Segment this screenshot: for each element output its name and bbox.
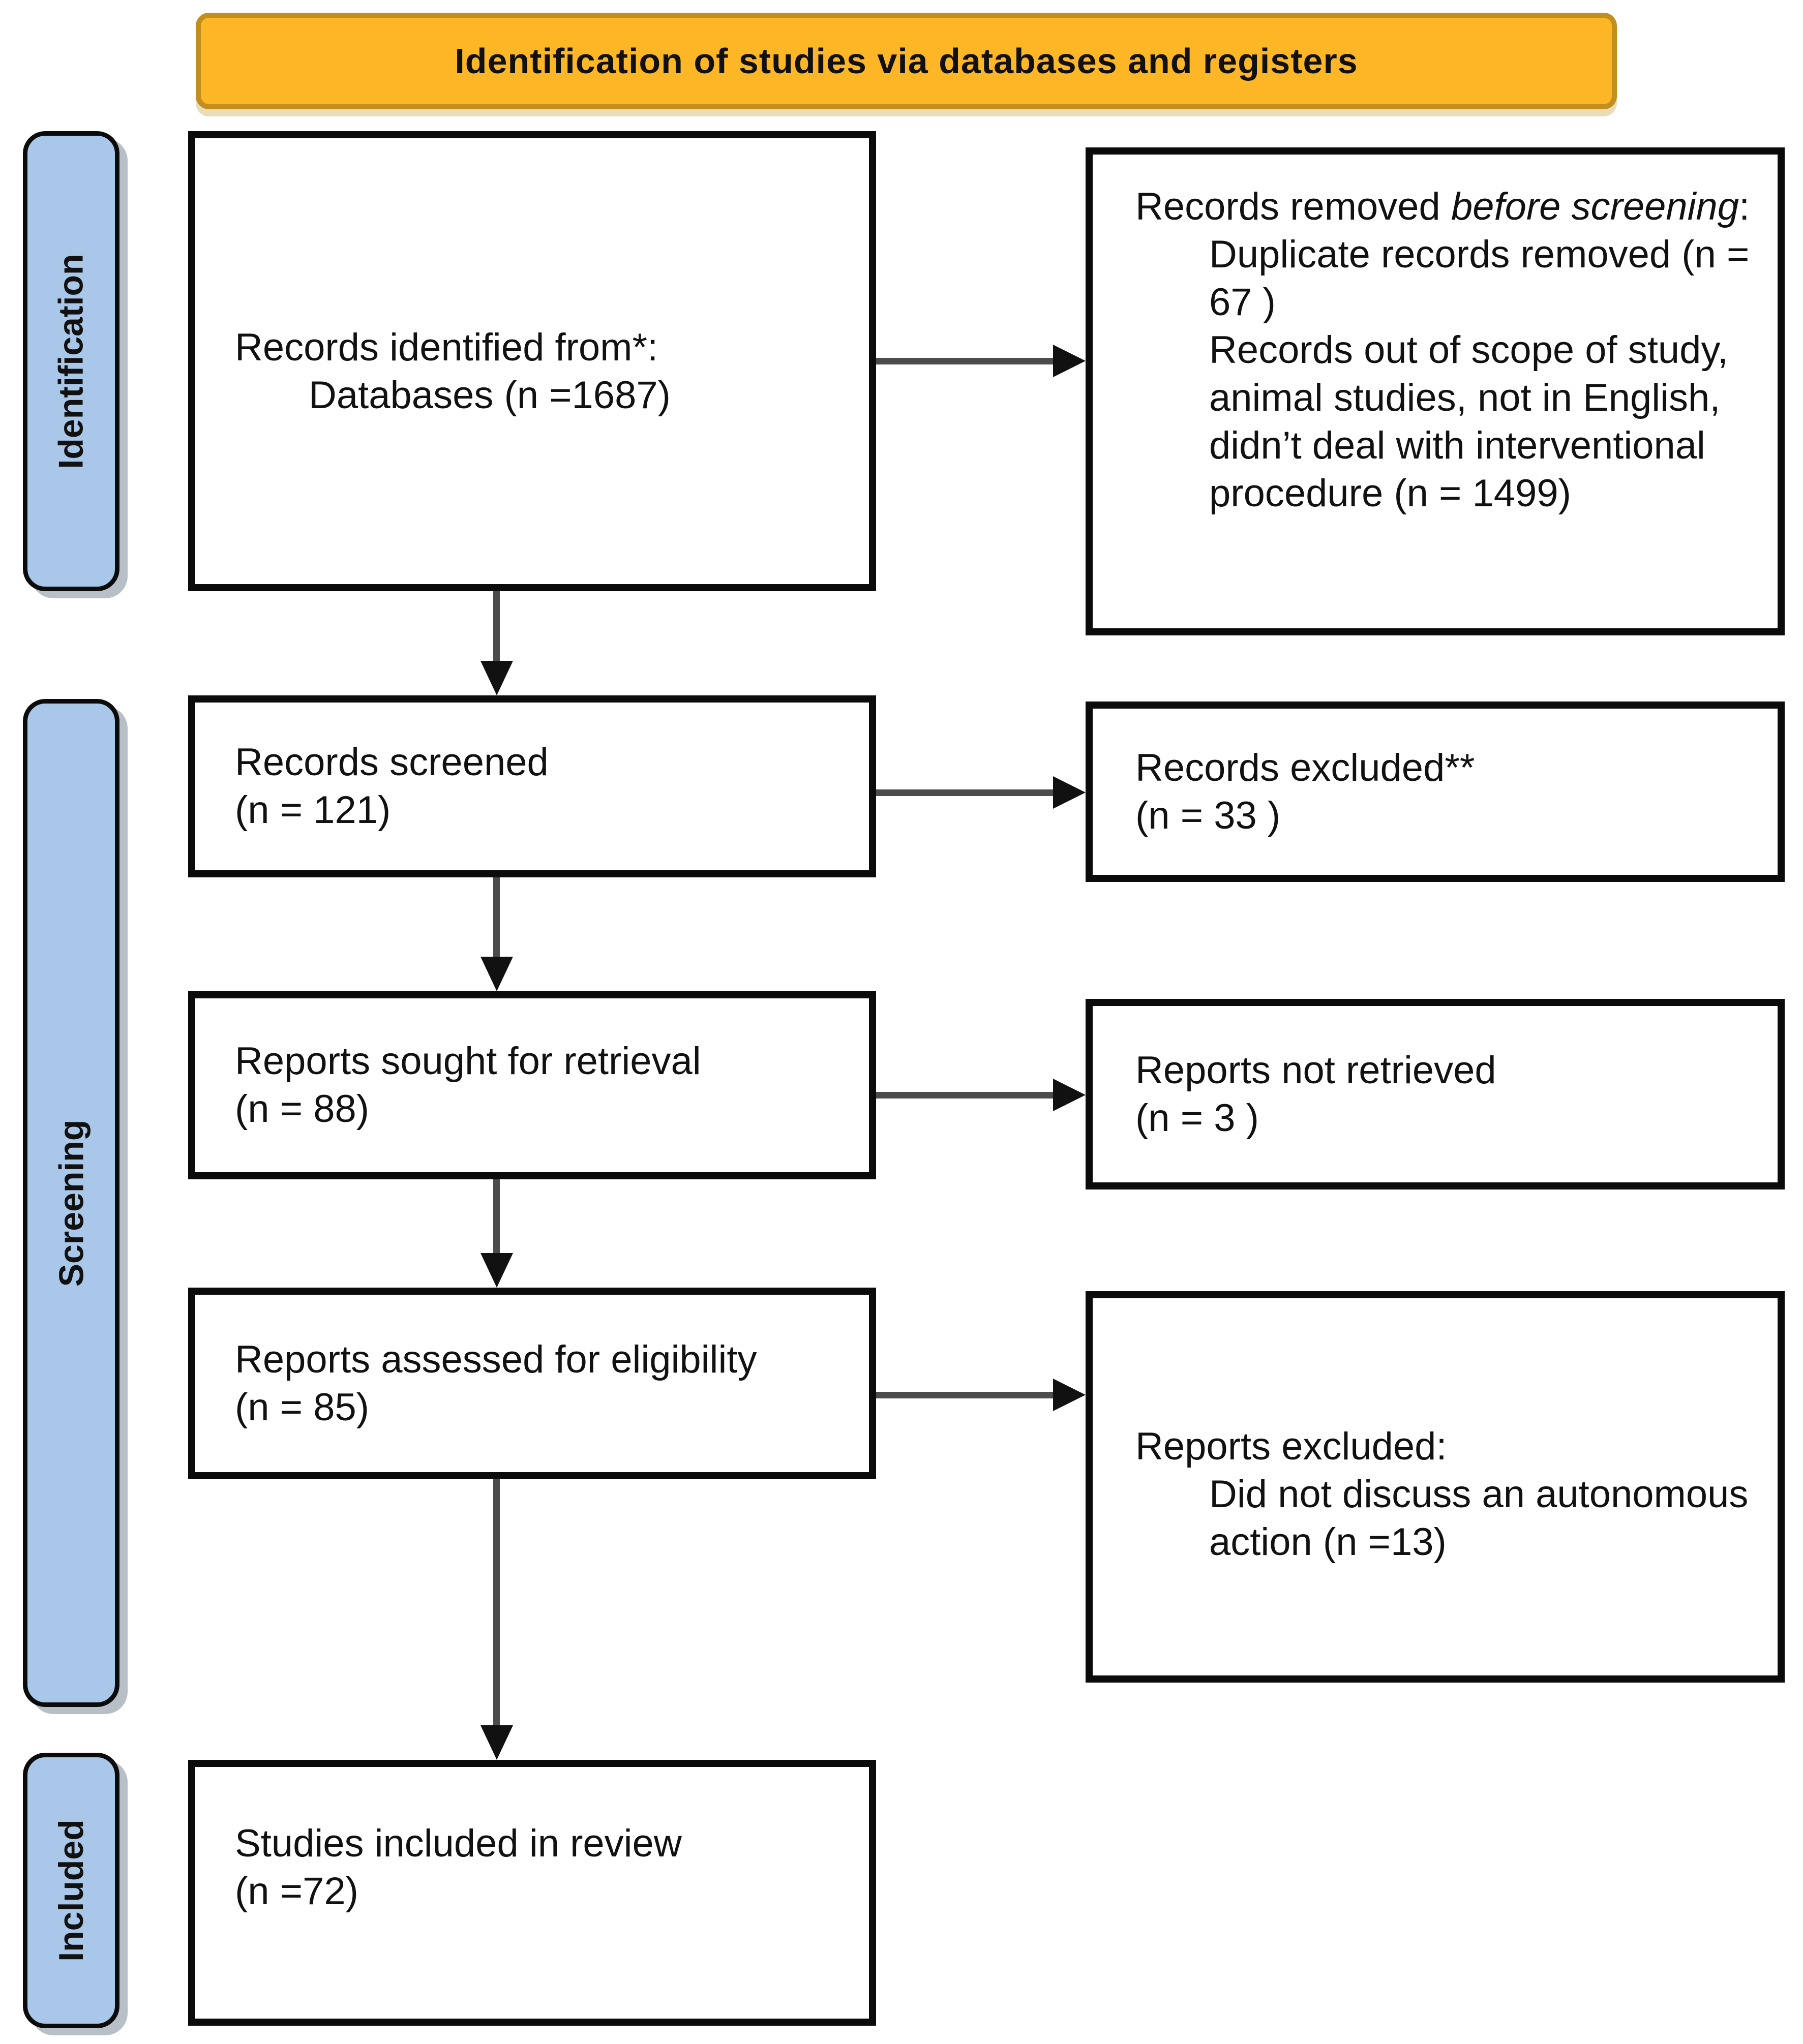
stage-label-included: Included [23, 1753, 119, 2028]
reports-excluded-item-autonomous: Did not discuss an autonomous action (n … [1209, 1473, 1749, 1564]
stage-label-identification-text: Identification [52, 253, 91, 469]
records-removed-heading-suffix: : [1739, 185, 1750, 228]
arrow-assessed-to-included-head [480, 1725, 513, 1760]
title-banner: Identification of studies via databases … [196, 13, 1617, 109]
reports-not-retrieved-line1: Reports not retrieved [1135, 1048, 1496, 1092]
arrow-assessed-to-included-shaft [493, 1479, 500, 1726]
arrow-sought-to-notretrieved-head [1053, 1079, 1086, 1111]
arrow-screened-to-excluded-shaft [876, 789, 1054, 796]
arrow-identified-to-screened-head [480, 661, 513, 695]
box-reports-not-retrieved: Reports not retrieved (n = 3 ) [1086, 999, 1785, 1189]
arrow-identified-to-removed-head [1053, 345, 1086, 377]
arrow-assessed-to-reportsexcluded-shaft [876, 1392, 1054, 1398]
box-records-identified: Records identified from*: Databases (n =… [188, 131, 876, 591]
arrow-identified-to-screened-shaft [493, 591, 500, 662]
reports-assessed-line1: Reports assessed for eligibility [235, 1337, 757, 1381]
reports-assessed-line2: (n = 85) [235, 1385, 370, 1429]
records-removed-item-duplicates: Duplicate records removed (n = 67 ) [1209, 233, 1750, 324]
records-removed-heading-prefix: Records removed [1135, 185, 1451, 228]
stage-label-identification: Identification [23, 131, 119, 591]
arrow-sought-to-notretrieved-shaft [876, 1092, 1054, 1099]
records-identified-line2: Databases (n =1687) [309, 373, 671, 417]
arrow-assessed-to-reportsexcluded-head [1053, 1379, 1086, 1411]
box-reports-sought: Reports sought for retrieval (n = 88) [188, 991, 876, 1179]
box-studies-included: Studies included in review (n =72) [188, 1760, 876, 2026]
arrow-screened-to-sought-shaft [493, 877, 500, 958]
arrow-screened-to-sought-head [480, 957, 513, 991]
stage-label-screening-text: Screening [52, 1119, 91, 1287]
stage-label-included-text: Included [52, 1819, 91, 1962]
arrow-sought-to-assessed-shaft [493, 1179, 500, 1254]
studies-included-line1: Studies included in review [235, 1821, 682, 1865]
box-records-screened: Records screened (n = 121) [188, 695, 876, 877]
records-screened-line1: Records screened [235, 741, 549, 784]
box-reports-excluded: Reports excluded: Did not discuss an aut… [1086, 1291, 1785, 1683]
records-removed-heading: Records removed before screening: [1135, 183, 1762, 231]
arrow-screened-to-excluded-head [1053, 776, 1086, 809]
records-excluded-line2: (n = 33 ) [1135, 794, 1281, 837]
reports-sought-line2: (n = 88) [235, 1087, 370, 1131]
box-records-excluded: Records excluded** (n = 33 ) [1086, 701, 1785, 882]
stage-label-screening: Screening [23, 699, 119, 1707]
records-identified-line1: Records identified from*: [235, 325, 658, 369]
studies-included-line2: (n =72) [235, 1869, 358, 1913]
arrow-identified-to-removed-shaft [876, 358, 1054, 364]
reports-excluded-heading: Reports excluded: [1135, 1425, 1447, 1468]
records-excluded-line1: Records excluded** [1135, 746, 1475, 789]
arrow-sought-to-assessed-head [480, 1253, 513, 1288]
reports-sought-line1: Reports sought for retrieval [235, 1040, 701, 1083]
records-removed-heading-italic: before screening [1451, 185, 1739, 228]
title-banner-label: Identification of studies via databases … [455, 41, 1358, 81]
box-reports-assessed: Reports assessed for eligibility (n = 85… [188, 1288, 876, 1479]
records-removed-item-scope: Records out of scope of study, animal st… [1209, 328, 1728, 515]
box-records-removed-before-screening: Records removed before screening: Duplic… [1086, 147, 1785, 635]
reports-not-retrieved-line2: (n = 3 ) [1135, 1096, 1259, 1140]
records-screened-line2: (n = 121) [235, 788, 391, 832]
